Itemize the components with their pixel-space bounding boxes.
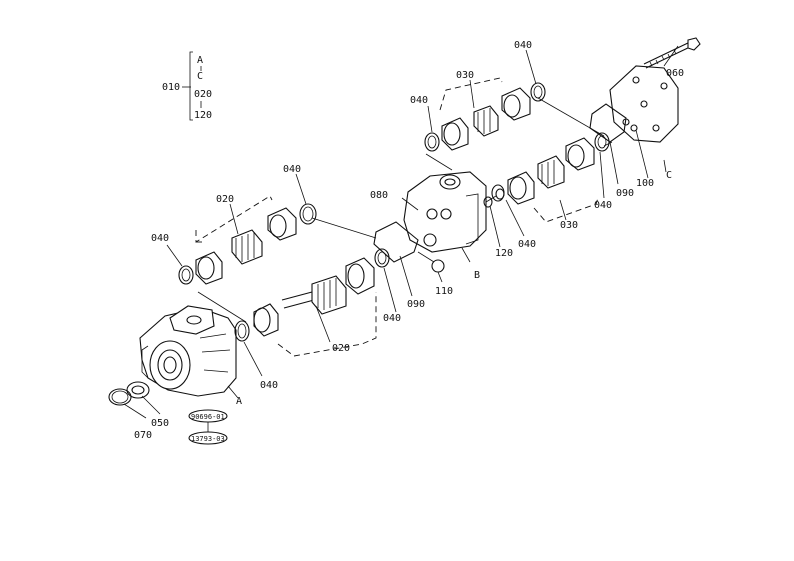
drive-gear-group [253, 257, 377, 357]
callout-060: 060 [666, 68, 684, 79]
front-housing [139, 305, 237, 397]
callout-120: 120 [495, 248, 513, 259]
callout-labels: 020 020 030 030 040 040 040 040 040 040 … [134, 40, 684, 441]
callout-080: 080 [370, 190, 388, 201]
callout-020-lower: 020 [332, 343, 350, 354]
callout-040-rear-upper-left: 040 [410, 95, 428, 106]
legend-child-c: C [197, 71, 203, 82]
callout-point-a: A [236, 396, 242, 407]
legend-child-020: 020 [194, 89, 212, 100]
callout-040-front: 040 [260, 380, 278, 391]
o-ring-040-center [374, 248, 390, 268]
assembly-legend: 010 A C 020 120 [162, 51, 212, 121]
legend-child-a: A [197, 55, 203, 66]
bolt-060 [643, 37, 701, 69]
center-body [403, 171, 493, 253]
assembly-center-lines [197, 97, 613, 323]
legend-child-120: 120 [194, 110, 212, 121]
callout-point-c: C [666, 170, 672, 181]
callout-040-upper-gear: 040 [283, 164, 301, 175]
rear-gear-group-upper [424, 77, 546, 152]
callout-040-body-right: 040 [518, 239, 536, 250]
callout-030-upper: 030 [456, 70, 474, 81]
rear-gear-group-lower [491, 132, 610, 223]
reference-code-2: 13793-03 [191, 435, 225, 443]
reference-stamps: 90696-01 13793-03 [188, 409, 228, 445]
seal-050 [126, 381, 150, 399]
callout-110: 110 [435, 286, 453, 297]
legend-parent-number: 010 [162, 82, 180, 93]
callout-020-upper: 020 [216, 194, 234, 205]
callout-040-rear-lower: 040 [594, 200, 612, 211]
rear-cover [609, 65, 679, 143]
callout-030-lower: 030 [560, 220, 578, 231]
o-ring-090-center [373, 221, 419, 263]
callout-090-center: 090 [407, 299, 425, 310]
snap-ring-070 [108, 388, 132, 406]
callout-040-upper-left: 040 [151, 233, 169, 244]
callout-070: 070 [134, 430, 152, 441]
reference-code-1: 90696-01 [191, 413, 225, 421]
o-ring-040-front [234, 320, 250, 342]
callout-100: 100 [636, 178, 654, 189]
callout-leaders [123, 45, 679, 419]
callout-point-b: B [474, 270, 480, 281]
callout-090-rear: 090 [616, 188, 634, 199]
driven-gear-group [178, 195, 317, 285]
pin-100 [630, 124, 638, 132]
callout-050: 050 [151, 418, 169, 429]
callout-040-rear-upper-right: 040 [514, 40, 532, 51]
callout-040-center: 040 [383, 313, 401, 324]
